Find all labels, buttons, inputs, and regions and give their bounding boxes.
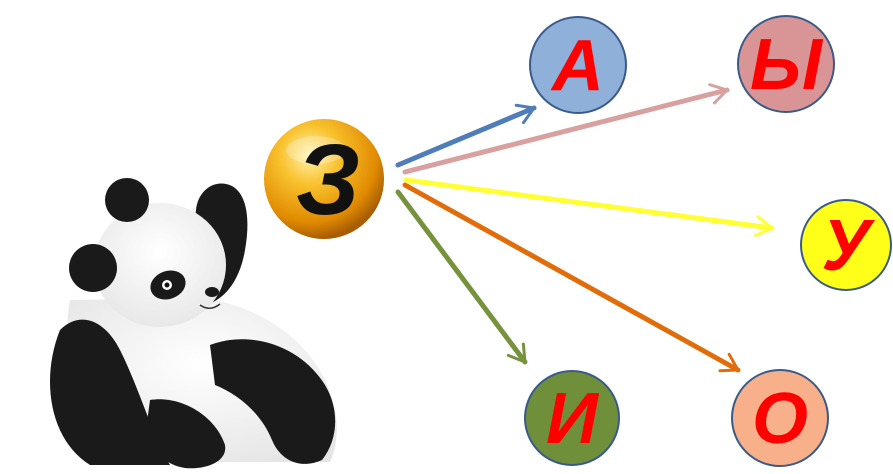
center-letter: З	[296, 124, 360, 236]
vowel-circle: У	[800, 199, 892, 291]
vowel-letter: Ы	[750, 25, 824, 105]
vowel-letter: И	[546, 379, 600, 459]
arrow-to-vowel	[402, 83, 730, 175]
vowel-circle: И	[524, 370, 620, 466]
vowel-circle: А	[529, 16, 627, 114]
vowel-circles: А Ы У И О	[524, 15, 892, 467]
arrow-to-vowel	[395, 189, 528, 365]
vowel-letter: О	[752, 379, 808, 459]
center-ball: З	[264, 119, 384, 239]
vowel-circle: Ы	[737, 15, 835, 113]
arrows-group	[395, 83, 775, 373]
panda-illustration	[50, 178, 337, 469]
vowel-letter: А	[550, 26, 604, 106]
vowel-letter: У	[822, 206, 876, 286]
vowel-circle: О	[731, 369, 829, 467]
arrow-to-vowel	[395, 103, 537, 168]
arrow-to-vowel	[403, 177, 775, 237]
arrow-to-vowel	[402, 182, 741, 373]
